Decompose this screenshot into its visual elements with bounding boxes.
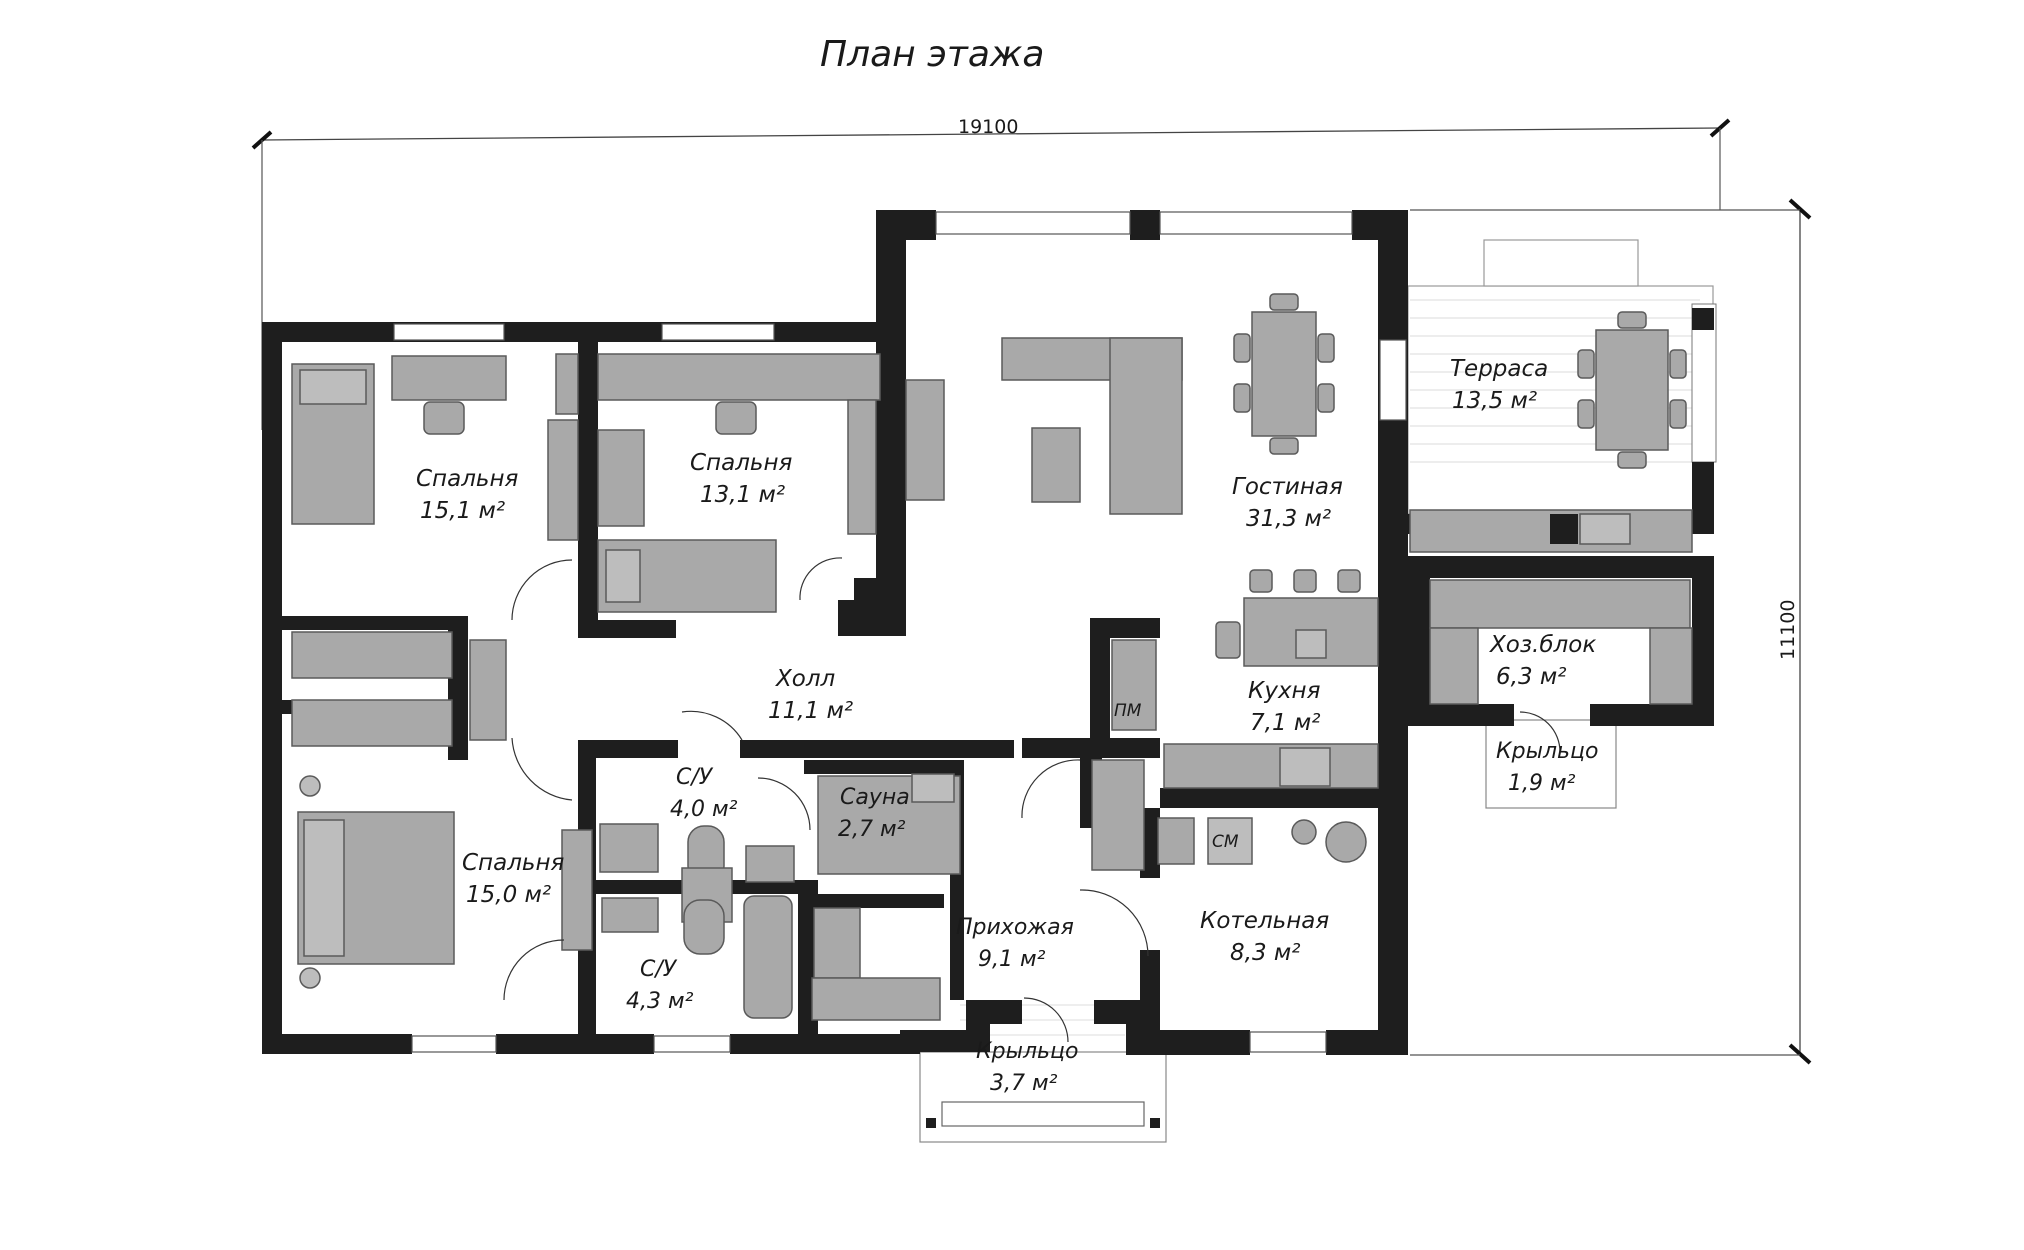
svg-text:Крыльцо: Крыльцо	[1496, 739, 1598, 764]
chair-icon	[423, 401, 465, 435]
furniture: ПМ СМ	[291, 293, 1693, 1021]
svg-text:Терраса: Терраса	[1450, 356, 1548, 382]
wardrobe-icon	[597, 353, 881, 401]
svg-text:15,1 м²: 15,1 м²	[420, 498, 505, 524]
porch-main-steps	[919, 1004, 1167, 1143]
svg-text:8,3 м²: 8,3 м²	[1230, 940, 1300, 966]
tank-icon	[1291, 819, 1317, 845]
svg-text:Спальня: Спальня	[416, 466, 518, 492]
dimension-height: 11100	[1410, 198, 1812, 1065]
svg-text:15,0 м²: 15,0 м²	[466, 882, 551, 908]
svg-text:1,9 м²: 1,9 м²	[1508, 771, 1576, 796]
svg-text:11,1 м²: 11,1 м²	[768, 698, 853, 724]
counter-icon	[1163, 743, 1379, 789]
svg-text:6,3 м²: 6,3 м²	[1496, 664, 1566, 690]
dimension-width: 19100	[251, 116, 1731, 430]
porch-side-steps	[1485, 719, 1617, 809]
room-bath-1: С/У 4,0 м²	[670, 765, 738, 822]
room-terrace: Терраса 13,5 м²	[1450, 356, 1548, 414]
wardrobe-icon	[469, 639, 507, 741]
svg-text:Спальня: Спальня	[690, 450, 792, 476]
fridge-label: ПМ	[1114, 701, 1142, 721]
terrace-table-icon	[1595, 329, 1669, 451]
svg-text:Крыльцо: Крыльцо	[976, 1039, 1078, 1064]
room-bedroom-2: Спальня 13,1 м²	[690, 450, 792, 508]
room-kitchen: Кухня 7,1 м²	[1248, 678, 1321, 736]
coffee-table-icon	[1031, 427, 1081, 503]
washer-icon	[1207, 817, 1253, 865]
dining-table-icon	[1251, 311, 1317, 437]
wardrobe-icon	[561, 829, 593, 951]
sink-icon	[745, 845, 795, 883]
room-entry: Прихожая 9,1 м²	[956, 915, 1074, 972]
storage-icon	[1429, 579, 1691, 629]
svg-text:3,7 м²: 3,7 м²	[990, 1071, 1058, 1096]
plan-title: План этажа	[820, 34, 1044, 75]
wardrobe-icon	[1091, 759, 1145, 871]
stove-icon	[1279, 747, 1331, 787]
svg-text:4,3 м²: 4,3 м²	[626, 989, 694, 1014]
room-utility: Хоз.блок 6,3 м²	[1489, 632, 1596, 690]
svg-text:2,7 м²: 2,7 м²	[838, 817, 906, 842]
svg-text:Холл: Холл	[775, 666, 836, 692]
nightstand-icon	[299, 775, 321, 797]
room-bedroom-3: Спальня 15,0 м²	[462, 850, 564, 908]
svg-text:Сауна: Сауна	[840, 785, 910, 810]
svg-text:4,0 м²: 4,0 м²	[670, 797, 738, 822]
svg-text:13,5 м²: 13,5 м²	[1452, 388, 1537, 414]
svg-text:Прихожая: Прихожая	[956, 915, 1074, 940]
svg-text:7,1 м²: 7,1 м²	[1250, 710, 1320, 736]
svg-text:Гостиная: Гостиная	[1232, 474, 1343, 500]
svg-text:С/У: С/У	[676, 765, 714, 790]
room-porch-main: Крыльцо 3,7 м²	[976, 1039, 1078, 1096]
dimension-height-label: 11100	[1777, 600, 1799, 660]
shelf-icon	[291, 631, 453, 679]
svg-text:Хоз.блок: Хоз.блок	[1489, 632, 1596, 658]
desk-icon	[391, 355, 507, 401]
svg-text:Спальня: Спальня	[462, 850, 564, 876]
shower-icon	[599, 823, 659, 873]
svg-text:31,3 м²: 31,3 м²	[1246, 506, 1331, 532]
svg-text:С/У: С/У	[640, 957, 678, 982]
terrace-deck	[1407, 239, 1717, 515]
room-labels: Спальня 15,1 м² Спальня 13,1 м² Гостиная…	[416, 356, 1598, 1096]
room-bath-2: С/У 4,3 м²	[626, 957, 694, 1014]
toilet-icon	[683, 899, 725, 955]
svg-text:Котельная: Котельная	[1200, 908, 1329, 934]
windows	[393, 211, 1407, 1053]
svg-text:9,1 м²: 9,1 м²	[978, 947, 1046, 972]
shelf-icon	[597, 429, 645, 527]
svg-text:Кухня: Кухня	[1248, 678, 1321, 704]
room-bedroom-1: Спальня 15,1 м²	[416, 466, 518, 524]
chair-icon	[715, 401, 757, 435]
bathtub-icon	[743, 895, 793, 1019]
washer-label: СМ	[1212, 832, 1239, 852]
dimension-width-label: 19100	[958, 116, 1018, 138]
boiler-icon	[1157, 817, 1195, 865]
sink-icon	[1295, 629, 1327, 659]
room-porch-side: Крыльцо 1,9 м²	[1496, 739, 1598, 796]
fridge-icon	[1111, 639, 1157, 731]
interior-walls	[282, 342, 1378, 1050]
shelf-icon	[813, 907, 861, 979]
sink-icon	[601, 897, 659, 933]
room-boiler: Котельная 8,3 м²	[1200, 908, 1329, 966]
wardrobe-icon	[555, 353, 579, 415]
room-living: Гостиная 31,3 м²	[1232, 474, 1343, 532]
room-sauna: Сауна 2,7 м²	[838, 785, 910, 842]
doors	[503, 557, 1561, 1043]
room-hall: Холл 11,1 м²	[768, 666, 853, 724]
svg-text:13,1 м²: 13,1 м²	[700, 482, 785, 508]
